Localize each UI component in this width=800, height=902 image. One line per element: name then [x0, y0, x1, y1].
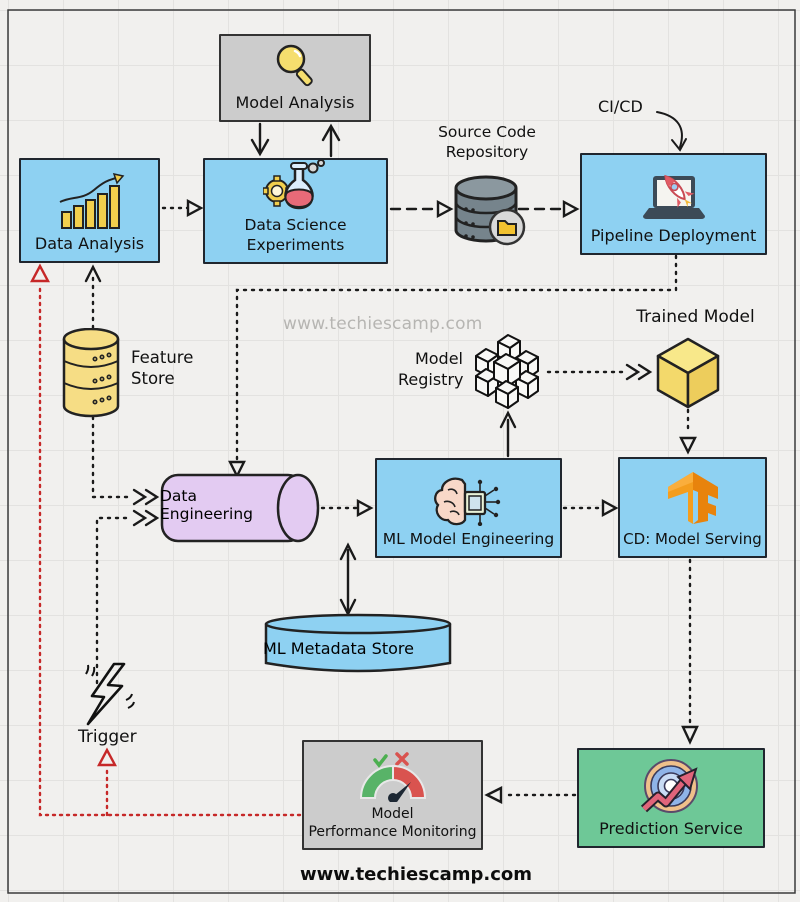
node-pipeline-deployment[interactable]: Pipeline Deployment	[580, 153, 767, 255]
node-model-registry[interactable]	[468, 330, 546, 412]
edge-feature-store-to-data-engineering	[91, 415, 160, 506]
node-source-code-repository[interactable]	[452, 174, 528, 250]
watermark-center: www.techiescamp.com	[283, 314, 483, 334]
edge-trigger-to-data-engineering	[95, 509, 160, 685]
gauge-check-x-icon	[359, 752, 426, 802]
node-label: ML Metadata Store	[263, 639, 414, 658]
node-data-science-experiments[interactable]: Data Science Experiments	[203, 158, 388, 264]
feature-store-label: Feature Store	[131, 348, 194, 389]
edge-model-analysis-to-experiments	[250, 122, 341, 158]
edge-ml-model-engineering-to-model-serving	[562, 498, 619, 518]
node-trained-model[interactable]	[655, 336, 721, 410]
node-label: Model Performance Monitoring	[308, 806, 477, 840]
node-label: Pipeline Deployment	[590, 226, 757, 245]
node-feature-store[interactable]	[62, 328, 120, 418]
node-data-analysis[interactable]: Data Analysis	[19, 158, 160, 263]
edge-trained-model-to-model-serving	[679, 408, 697, 455]
node-cd-model-serving[interactable]: CD: Model Serving	[618, 457, 767, 558]
edge-monitoring-feedback-to-trigger	[97, 747, 117, 817]
flask-gear-icon	[262, 160, 325, 210]
cube-stack-icon	[475, 334, 539, 409]
yellow-database-icon	[62, 328, 120, 418]
edge-feature-store-to-data-analysis	[84, 264, 102, 330]
lightning-bolt-icon	[85, 662, 135, 726]
edge-ml-model-engineering-to-model-registry	[499, 410, 517, 458]
edge-data-analysis-to-experiments	[161, 198, 204, 218]
bar-chart-icon	[59, 172, 124, 229]
edge-prediction-service-to-monitoring	[484, 786, 577, 804]
node-ml-metadata-store[interactable]: ML Metadata Store	[263, 613, 453, 677]
trained-model-label: Trained Model	[636, 307, 755, 327]
node-label: Model Analysis	[235, 93, 355, 112]
node-label: Data Science Experiments	[244, 216, 347, 254]
edge-metadata-store-double-arrow	[339, 542, 357, 617]
watermark-bottom: www.techiescamp.com	[300, 864, 533, 885]
brain-chip-icon	[433, 477, 500, 526]
edge-cicd-pointer	[656, 111, 687, 152]
node-ml-model-engineering[interactable]: ML Model Engineering	[375, 458, 562, 558]
magnifier-icon	[276, 44, 313, 87]
yellow-cube-icon	[656, 337, 720, 409]
node-label: ML Model Engineering	[382, 529, 555, 548]
database-folder-icon	[454, 175, 526, 246]
tensorflow-logo-icon	[667, 472, 718, 525]
node-model-performance-monitoring[interactable]: Model Performance Monitoring	[302, 740, 483, 850]
blue-cylinder-icon	[264, 613, 452, 673]
node-label: Data Analysis	[34, 234, 145, 253]
edge-data-engineering-to-ml-model-engineering	[320, 498, 374, 518]
node-model-analysis[interactable]: Model Analysis	[219, 34, 371, 122]
node-data-engineering[interactable]: Data Engineering	[160, 473, 322, 543]
edge-model-registry-to-trained-model	[546, 363, 653, 381]
model-registry-label: Model Registry	[398, 349, 464, 389]
laptop-rocket-icon	[642, 174, 705, 219]
node-label: Data Engineering	[160, 487, 253, 523]
source-code-repository-label: Source Code Repository	[438, 123, 536, 162]
node-prediction-service[interactable]: Prediction Service	[577, 748, 765, 848]
node-label: Prediction Service	[599, 819, 743, 838]
horizontal-cylinder-icon	[160, 473, 320, 543]
node-label: CD: Model Serving	[623, 530, 762, 549]
edge-experiments-to-repo	[389, 199, 454, 219]
edge-model-serving-to-prediction-service	[681, 558, 699, 745]
node-trigger[interactable]: Trigger	[76, 660, 140, 747]
trigger-label: Trigger	[78, 727, 137, 747]
cicd-label: CI/CD	[598, 97, 643, 116]
target-trend-arrow-icon	[640, 759, 698, 813]
